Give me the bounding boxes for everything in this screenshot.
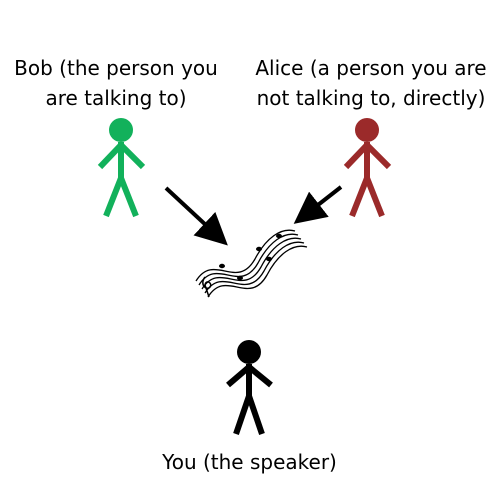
- arrows: [164, 185, 343, 246]
- music-staff-icon: [195, 229, 308, 298]
- alice-stick-figure-icon: [343, 118, 392, 218]
- alice-label-line2: not talking to, directly): [256, 86, 486, 110]
- you-stick-figure-icon: [226, 340, 273, 435]
- bob-label: Bob (the person you are talking to): [0, 53, 232, 113]
- bob-label-line1: Bob (the person you: [14, 56, 218, 80]
- alice-label: Alice (a person you are not talking to, …: [243, 53, 499, 113]
- you-label: You (the speaker): [162, 450, 337, 474]
- bob-arrow-icon: [164, 186, 228, 246]
- alice-label-line1: Alice (a person you are: [255, 56, 487, 80]
- bob-stick-figure-icon: [97, 118, 146, 218]
- alice-arrow-icon: [293, 185, 343, 224]
- bob-label-line2: are talking to): [45, 86, 187, 110]
